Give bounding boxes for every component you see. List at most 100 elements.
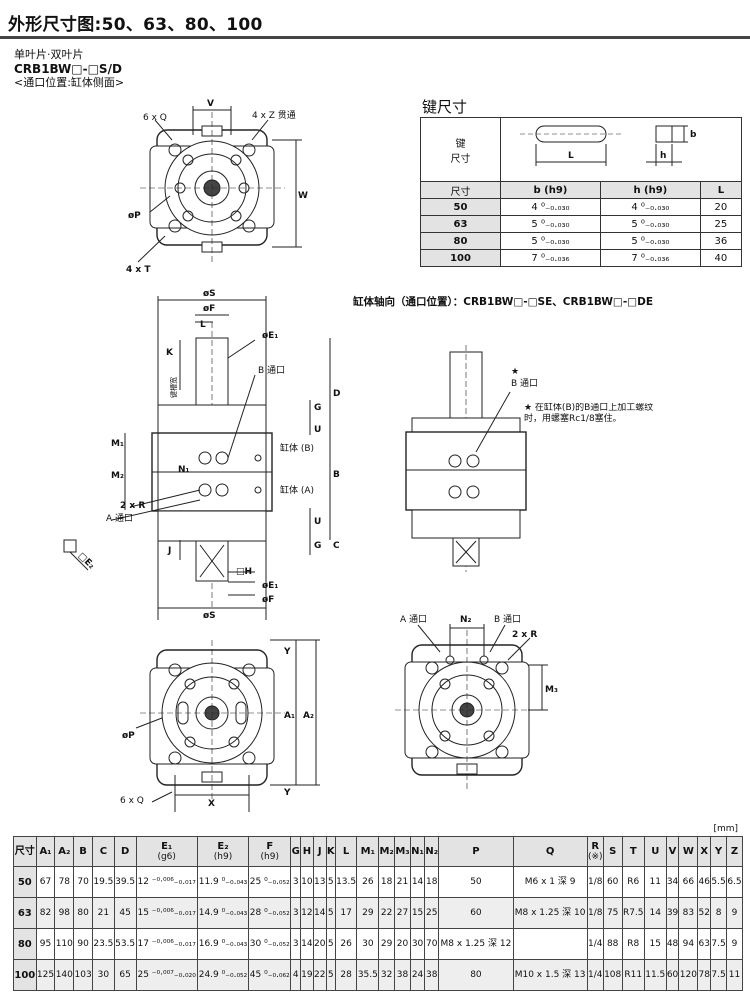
spec-header-text: T <box>629 846 637 857</box>
spec-value-cell: 12 ⁻⁰·⁰⁰⁶₋₀.₀₁₇ <box>135 866 198 898</box>
spec-value-cell: 3 <box>290 897 301 929</box>
spec-value-cell: 21 <box>92 897 115 929</box>
spec-value-cell: 32 <box>378 959 396 991</box>
spec-value-cell: 30 <box>409 928 426 960</box>
spec-header-text: X <box>700 846 709 857</box>
side-2r-label: 2 x R <box>120 501 145 511</box>
spec-value-cell: 70 <box>73 866 93 898</box>
spec-header-sub: (h9) <box>213 851 233 862</box>
key-h: 5 ⁰₋₀.₀₃₀ <box>599 215 701 233</box>
br-a-port-label: A 通口 <box>400 614 427 625</box>
spec-header-cell: K <box>325 836 336 867</box>
spec-value-cell: 25 ⁰₋₀.₀₅₂ <box>248 866 292 898</box>
spec-value-cell: R6 <box>621 866 645 898</box>
spec-value-cell: 38 <box>424 959 440 991</box>
side-l-label: L <box>200 320 206 330</box>
key-table-title: 键尺寸 <box>422 98 468 116</box>
spec-header-cell: R(※) <box>586 836 604 867</box>
spec-value-cell: 60 <box>602 866 623 898</box>
side-keyway-label: 键槽宽 <box>169 377 178 398</box>
key-size: 80 <box>420 232 501 250</box>
spec-value-cell: 20 <box>312 928 327 960</box>
spec-header-cell: N₂ <box>424 836 440 867</box>
key-size: 63 <box>420 215 501 233</box>
model-code: CRB1BW□-□S/D <box>14 62 122 76</box>
spec-value-cell: 3 <box>290 866 301 898</box>
spec-value-cell: 52 <box>697 897 712 929</box>
side-d-label: D <box>333 389 340 399</box>
spec-value-cell: 16.9 ⁰₋₀.₀₄₃ <box>196 928 250 960</box>
bottom-6q-label: 6 x Q <box>120 796 144 806</box>
spec-header-text: E₂ <box>217 840 229 852</box>
port-location: <通口位置:缸体侧面> <box>14 76 125 89</box>
page-title: 外形尺寸图:50、63、80、100 <box>8 15 263 35</box>
spec-value-cell: 80 <box>438 959 514 991</box>
spec-size-cell: 50 <box>13 866 37 898</box>
spec-header-cell: N₁ <box>409 836 426 867</box>
spec-value-cell: M10 x 1.5 深 13 <box>512 959 588 991</box>
key-shape-drawing: L h b <box>520 125 697 166</box>
spec-value-cell: 88 <box>602 928 623 960</box>
spec-header-cell: E₁(g6) <box>135 836 198 867</box>
spec-value-cell: 13.5 <box>334 866 358 898</box>
spec-header-cell: S <box>602 836 623 867</box>
spec-value-cell: 9 <box>725 928 744 960</box>
spec-value-cell: 15 <box>409 897 426 929</box>
side-cyl-b-label: 缸体 (B) <box>280 442 314 454</box>
spec-value-cell: 7.5 <box>710 928 727 960</box>
spec-value-cell: 27 <box>394 897 411 929</box>
spec-value-cell: M8 x 1.25 深 10 <box>512 897 588 929</box>
side-m1-label: M₁ <box>111 439 124 449</box>
side-view-drawing <box>63 296 331 620</box>
bottom-a2-label: A₂ <box>303 711 314 721</box>
spec-value-cell: 30 <box>92 959 115 991</box>
spec-header-text: P <box>472 846 480 857</box>
spec-size-cell: 63 <box>13 897 37 929</box>
spec-header-cell: L <box>334 836 358 867</box>
key-l: 36 <box>699 232 743 250</box>
spec-value-cell: 21 <box>394 866 411 898</box>
spec-value-cell: 78 <box>697 959 712 991</box>
br-b-port-label: B 通口 <box>494 614 521 625</box>
spec-value-cell: 22 <box>312 959 327 991</box>
spec-value-cell: 4 <box>290 959 301 991</box>
spec-value-cell: 60 <box>438 897 514 929</box>
spec-header-cell: A₂ <box>54 836 75 867</box>
spec-header-text: E₁ <box>161 840 173 852</box>
spec-header-text: L <box>342 846 350 857</box>
spec-value-cell: 26 <box>334 928 358 960</box>
spec-header-text: M₃ <box>395 846 410 857</box>
spec-value-cell: 103 <box>73 959 93 991</box>
side-a-port-label: A 通口 <box>106 513 133 524</box>
spec-value-cell: 30 ⁰₋₀.₀₅₂ <box>248 928 292 960</box>
key-l: 40 <box>699 249 743 267</box>
spec-value-cell: 50 <box>438 866 514 898</box>
key-header-b: b (h9) <box>500 181 601 199</box>
key-h: 4 ⁰₋₀.₀₃₀ <box>599 198 701 216</box>
spec-value-cell: 29 <box>378 928 396 960</box>
right-b-port-label: B 通口 <box>511 378 538 389</box>
side-g2-label: G <box>314 541 321 551</box>
spec-header-text: H <box>302 846 312 857</box>
spec-value-cell: 60 <box>665 959 680 991</box>
spec-value-cell: 82 <box>35 897 56 929</box>
right-view-drawing <box>405 345 527 572</box>
key-fig-label: 键尺寸 <box>420 117 501 182</box>
key-row-80: 80 5 ⁰₋₀.₀₃₀ 5 ⁰₋₀.₀₃₀ 36 <box>420 232 743 250</box>
spec-header-cell: D <box>113 836 137 867</box>
spec-header-text: N₂ <box>425 846 439 857</box>
spec-header-text: Y <box>714 846 723 857</box>
spec-value-cell: M8 x 1.25 深 12 <box>438 928 514 960</box>
spec-value-cell: 14 <box>643 897 667 929</box>
spec-header-cell: C <box>92 836 115 867</box>
spec-header-sub: (g6) <box>157 851 176 862</box>
spec-value-cell: 38 <box>394 959 411 991</box>
spec-value-cell: 39.5 <box>113 866 137 898</box>
br-m3-label: M₃ <box>545 685 558 695</box>
spec-header-cell: J <box>312 836 327 867</box>
right-star: ★ <box>511 367 519 377</box>
